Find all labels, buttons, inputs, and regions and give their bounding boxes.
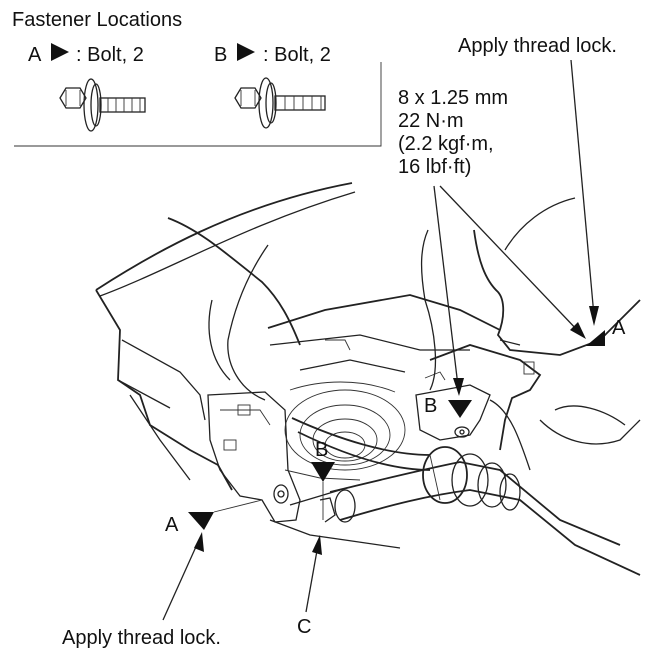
arrowhead-icon [453,378,464,396]
arrowhead-icon [312,535,322,555]
marker-b-center-icon [311,462,335,482]
leader-thread-lock-bottom [162,539,200,621]
leader-torque-a [439,185,581,334]
legend-text-b: : Bolt, 2 [263,44,331,66]
arrowhead-icon [589,306,599,326]
assembly-illustration [95,182,641,576]
marker-b-right-icon [448,400,472,418]
triangle-b-icon [237,43,255,61]
legend-title: Fastener Locations [12,9,182,31]
label-a-right: A [612,317,626,339]
bolt-a-icon [59,78,146,132]
triangle-a-icon [51,43,69,61]
torque-line-2: 22 N·m [398,110,464,132]
grommet [422,446,521,511]
label-c: C [297,616,311,638]
leader-thread-lock-top [570,59,595,317]
bolt-b-icon [234,77,326,129]
coil-area [284,381,406,481]
arrowhead-icon [194,532,204,552]
thread-lock-top-label: Apply thread lock. [458,35,617,57]
legend: Fastener Locations A : Bolt, 2 B : Bolt,… [12,9,382,147]
torque-line-4: 16 lbf·ft) [398,156,471,178]
label-b-right: B [424,395,437,417]
legend-letter-b: B [214,44,227,66]
torque-line-3: (2.2 kgf·m, [398,133,494,155]
leader-c [305,544,319,613]
label-b-center: B [315,439,328,461]
callouts: A B B A C [162,59,626,638]
legend-frame [14,62,382,147]
legend-text-a: : Bolt, 2 [76,44,144,66]
marker-a-left-icon [188,512,214,530]
torque-spec: 8 x 1.25 mm 22 N·m (2.2 kgf·m, 16 lbf·ft… [398,87,508,178]
leader-torque-b [433,185,459,387]
legend-letter-a: A [28,44,42,66]
thread-lock-bottom-label: Apply thread lock. [62,627,221,649]
torque-line-1: 8 x 1.25 mm [398,87,508,109]
marker-a-right-icon [586,330,605,346]
arrowhead-icon [570,322,586,339]
label-a-left: A [165,514,179,536]
